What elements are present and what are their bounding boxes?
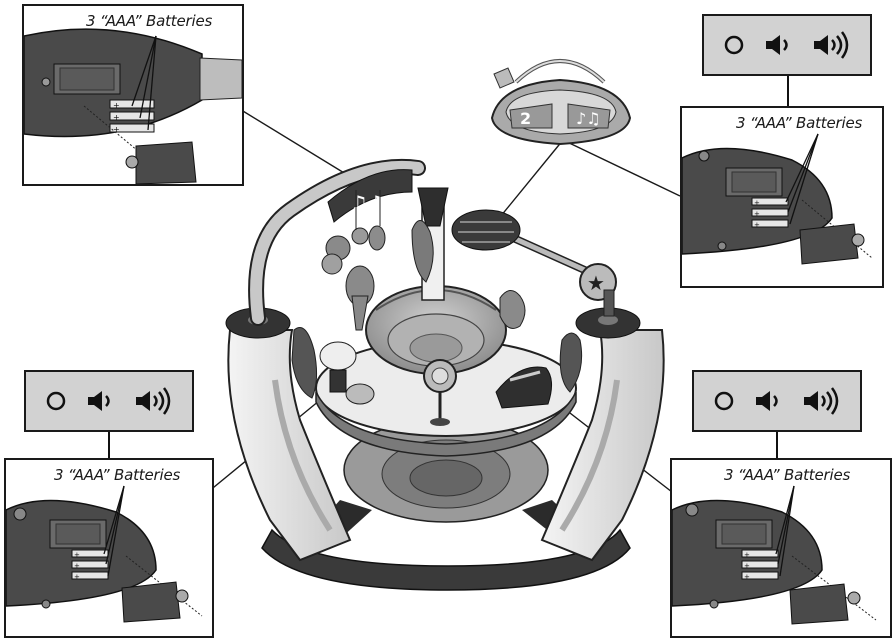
sound-switch-bottom-right	[692, 370, 862, 432]
connector-bottom-left	[108, 432, 110, 460]
left-arch: ♫♫	[248, 158, 426, 326]
star-icon: ★	[587, 271, 605, 295]
legs	[225, 307, 665, 562]
battery-label-bottom-right: 3 “AAA” Batteries	[724, 466, 851, 484]
sound-switch-bottom-left	[24, 370, 194, 432]
high-volume-icon	[136, 387, 171, 415]
battery-inset-top-left: + + + 3 “AAA” Batteries	[22, 4, 244, 186]
svg-text:+: +	[754, 221, 760, 229]
musical-tray-toy: 2 ♪♫	[490, 59, 632, 146]
number-badge-icon: 2	[520, 109, 531, 128]
sound-switch-top-right	[702, 14, 872, 76]
center-pole	[411, 187, 449, 301]
left-toys	[291, 265, 375, 405]
music-notes-icon: ♪♫	[576, 109, 601, 128]
low-volume-icon	[756, 391, 778, 411]
battery-label-bottom-left: 3 “AAA” Batteries	[54, 466, 181, 484]
high-volume-icon	[814, 31, 849, 59]
svg-text:+: +	[744, 573, 750, 581]
svg-text:+: +	[754, 210, 760, 218]
svg-text:+: +	[744, 551, 750, 559]
low-volume-icon	[766, 35, 788, 55]
off-icon	[46, 391, 66, 411]
svg-text:+: +	[113, 125, 120, 134]
battery-inset-bottom-right: + + + 3 “AAA” Batteries	[670, 458, 892, 638]
low-volume-icon	[88, 391, 110, 411]
high-volume-icon	[804, 387, 839, 415]
leader-top-right	[562, 139, 681, 197]
right-arm: ★	[451, 209, 617, 317]
off-icon	[714, 391, 734, 411]
svg-text:+: +	[74, 551, 80, 559]
svg-text:+: +	[754, 199, 760, 207]
battery-label-top-right: 3 “AAA” Batteries	[736, 114, 863, 132]
svg-text:+: +	[744, 562, 750, 570]
mirror-toy	[423, 359, 457, 426]
svg-text:+: +	[113, 101, 120, 110]
battery-label-top-left: 3 “AAA” Batteries	[86, 12, 213, 30]
seat	[365, 285, 507, 375]
off-icon	[724, 35, 744, 55]
right-toys	[495, 290, 583, 409]
svg-text:+: +	[74, 562, 80, 570]
svg-text:+: +	[113, 113, 120, 122]
svg-text:+: +	[74, 573, 80, 581]
connector-top-right	[787, 76, 789, 108]
battery-inset-bottom-left: + + + 3 “AAA” Batteries	[4, 458, 214, 638]
connector-bottom-right	[776, 432, 778, 460]
battery-inset-top-right: + + + 3 “AAA” Batteries	[680, 106, 884, 288]
